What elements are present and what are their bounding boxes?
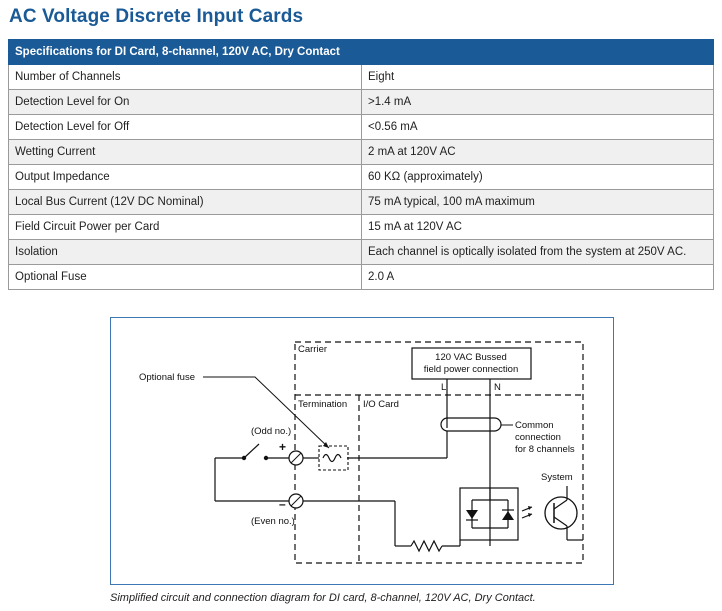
plus-sign: + <box>279 440 286 454</box>
fuse-holder <box>318 445 349 471</box>
page-title: AC Voltage Discrete Input Cards <box>9 6 304 27</box>
diagram-caption: Simplified circuit and connection diagra… <box>110 592 536 604</box>
bus-label-1: 120 VAC Bussed <box>435 352 507 363</box>
light-arrowheads <box>528 506 532 517</box>
spec-value: 60 KΩ (approximately) <box>361 164 714 190</box>
circuit-diagram: Carrier Termination I/O Card 120 VAC Bus… <box>110 317 614 585</box>
optional-fuse-label: Optional fuse <box>139 372 195 383</box>
dry-contact-switch-icon <box>243 443 260 459</box>
odd-terminal-slot <box>290 452 302 464</box>
spec-label: Isolation <box>8 239 362 265</box>
spec-label: Detection Level for On <box>8 89 362 115</box>
io-card-label: I/O Card <box>363 399 399 410</box>
carrier-label: Carrier <box>298 344 327 355</box>
even-label: (Even no.) <box>251 516 295 527</box>
circuit-diagram-svg: Carrier Termination I/O Card 120 VAC Bus… <box>139 341 584 564</box>
optocoupler-box <box>459 487 519 541</box>
table-row: Detection Level for Off<0.56 mA <box>8 114 714 140</box>
even-terminal-slot <box>290 495 302 507</box>
common-label-3: for 8 channels <box>515 444 575 455</box>
fuse-icon <box>322 453 342 463</box>
spec-value: Eight <box>361 64 714 90</box>
spec-value: >1.4 mA <box>361 89 714 115</box>
common-label-1: Common <box>515 420 554 431</box>
led-down-icon <box>466 510 478 519</box>
carrier-boundary <box>294 341 584 564</box>
bus-power-box <box>411 347 532 380</box>
spec-label: Output Impedance <box>8 164 362 190</box>
common-label-2: connection <box>515 432 561 443</box>
system-label: System <box>541 472 573 483</box>
led-up-icon <box>502 511 514 520</box>
spec-table-header: Specifications for DI Card, 8-channel, 1… <box>8 39 714 65</box>
spec-table: Specifications for DI Card, 8-channel, 1… <box>8 39 714 290</box>
termination-label: Termination <box>298 399 347 410</box>
spec-label: Optional Fuse <box>8 264 362 290</box>
spec-value: 75 mA typical, 100 mA maximum <box>361 189 714 215</box>
table-row: Detection Level for On>1.4 mA <box>8 89 714 115</box>
minus-sign: – <box>279 497 286 511</box>
spec-value: Each channel is optically isolated from … <box>361 239 714 265</box>
spec-label: Field Circuit Power per Card <box>8 214 362 240</box>
spec-value: <0.56 mA <box>361 114 714 140</box>
fuse-leader <box>203 376 330 449</box>
light-emission-icon <box>521 506 533 519</box>
l-label: L <box>441 382 446 393</box>
spec-label: Number of Channels <box>8 64 362 90</box>
resistor-icon <box>410 539 443 553</box>
spec-value: 2 mA at 120V AC <box>361 139 714 165</box>
spec-label: Wetting Current <box>8 139 362 165</box>
table-row: Local Bus Current (12V DC Nominal)75 mA … <box>8 189 714 215</box>
bus-label-2: field power connection <box>424 364 519 375</box>
phototransistor-icon <box>544 496 578 530</box>
spec-value: 15 mA at 120V AC <box>361 214 714 240</box>
spec-label: Detection Level for Off <box>8 114 362 140</box>
spec-value: 2.0 A <box>361 264 714 290</box>
odd-label: (Odd no.) <box>251 426 291 437</box>
common-connection-bus <box>440 417 502 432</box>
n-label: N <box>494 382 501 393</box>
transistor-emitter <box>553 516 568 527</box>
transistor-collector <box>553 499 568 510</box>
spec-label: Local Bus Current (12V DC Nominal) <box>8 189 362 215</box>
